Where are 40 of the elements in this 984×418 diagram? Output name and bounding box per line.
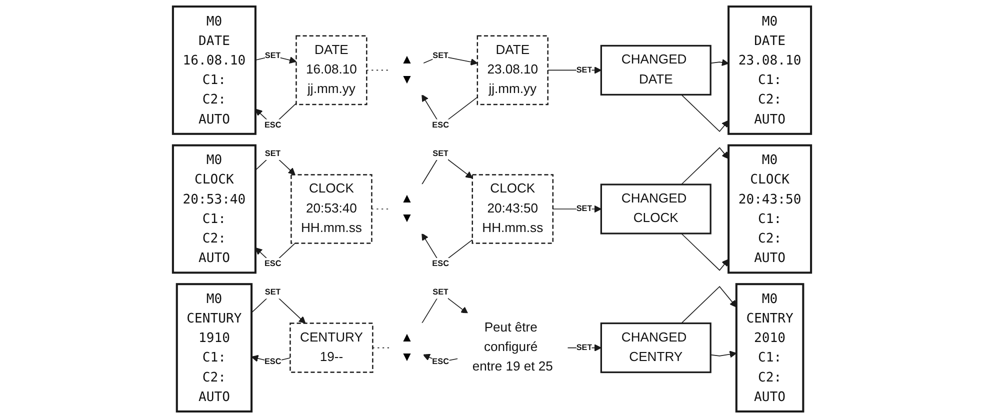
node-text: ▲ ▼: [400, 53, 414, 87]
edge-label: SET: [432, 288, 449, 298]
node-box: M0 CENTRY 2010 C1: C2: AUTO: [735, 283, 804, 412]
node-box: M0 CLOCK 20:53:40 C1: C2: AUTO: [172, 144, 256, 274]
edge-label: SET: [432, 51, 449, 60]
node-box: DATE 16.08.10 jj.mm.yy: [296, 35, 368, 106]
edge-label: SET: [264, 149, 281, 158]
edge-label: ESC: [432, 120, 449, 130]
arrow: [680, 233, 729, 271]
node-box: M0 CENTURY 1910 C1: C2: AUTO: [176, 283, 253, 412]
edge-label: ESC: [432, 260, 449, 269]
node-box: CHANGED CLOCK: [600, 184, 712, 234]
connector: [372, 347, 392, 348]
node-box: CHANGED DATE: [600, 44, 712, 96]
node-text: Peut être configuré entre 19 et 25: [472, 320, 553, 374]
edge-label: SET: [576, 66, 592, 75]
edge-label: SET: [576, 343, 592, 352]
node-box: CLOCK 20:53:40 HH.mm.ss: [290, 174, 372, 244]
edge-label: SET: [432, 149, 449, 158]
node-box: M0 DATE 23.08.10 C1: C2: AUTO: [728, 6, 812, 135]
edge-label: ESC: [264, 260, 282, 269]
node-box: M0 DATE 16.08.10 C1: C2: AUTO: [172, 6, 256, 135]
arrow: [680, 94, 729, 132]
node-box: CLOCK 20:43:50 HH.mm.ss: [472, 174, 554, 244]
edge-label: ESC: [264, 358, 282, 367]
arrow: [710, 58, 729, 66]
node-box: DATE 23.08.10 jj.mm.yy: [476, 35, 548, 106]
node-box: CHANGED CENTRY: [600, 322, 712, 374]
edge-label: SET: [264, 51, 281, 60]
edge-label: ESC: [432, 358, 449, 367]
node-box: CENTURY 19--: [290, 322, 374, 373]
edge-label: SET: [576, 204, 592, 214]
edge-label: ESC: [264, 120, 282, 130]
arrow: [710, 350, 737, 358]
edge-label: SET: [264, 288, 281, 298]
arrow: [680, 147, 729, 185]
node-text: ▲ ▼: [400, 330, 414, 364]
node-box: M0 CLOCK 20:43:50 C1: C2: AUTO: [728, 144, 812, 274]
node-text: ▲ ▼: [400, 192, 414, 226]
arrow: [680, 286, 737, 324]
